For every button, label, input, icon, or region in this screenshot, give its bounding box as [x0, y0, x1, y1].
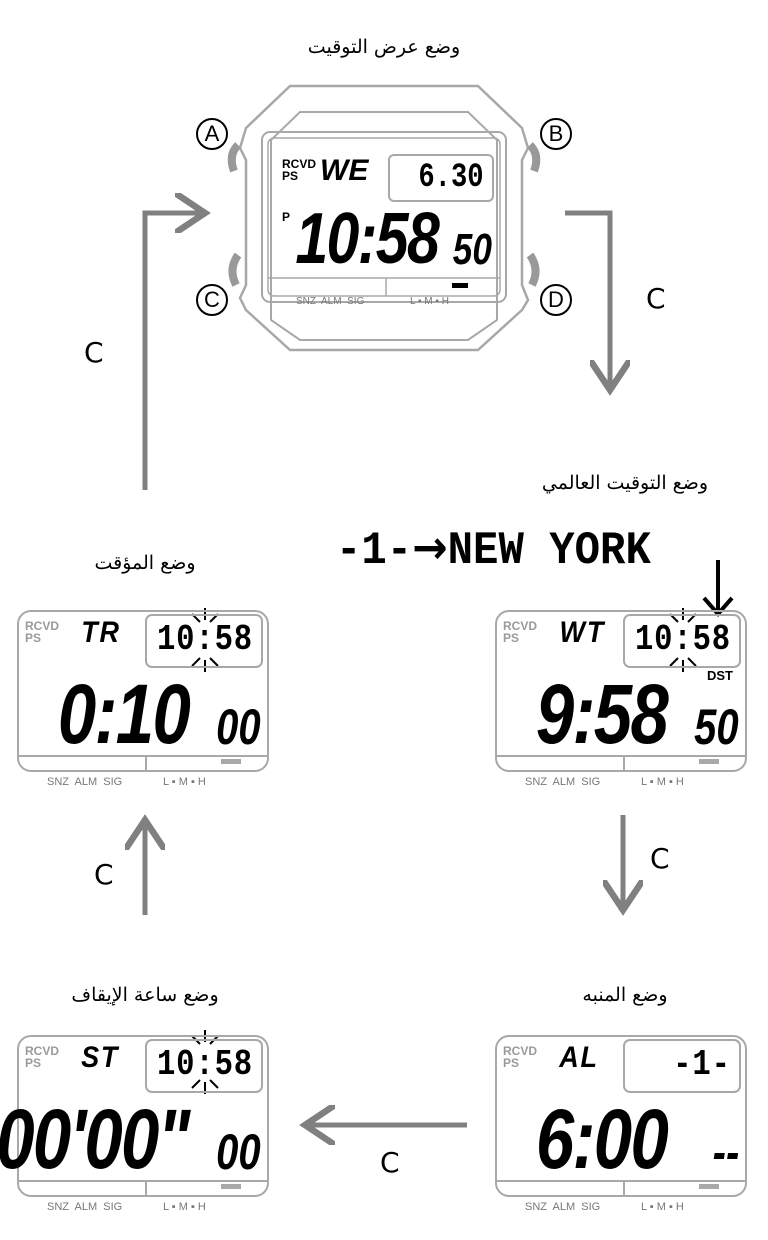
arrow-timekeeping-to-worldtime	[565, 210, 610, 390]
city-arrow-down	[702, 560, 734, 618]
seconds-display: 50	[694, 699, 740, 755]
sub-display: -1-	[623, 1039, 741, 1093]
mode-title-timer: وضع المؤقت	[94, 552, 196, 574]
footer-right: L ▪ M ▪ H	[410, 296, 449, 307]
sub-display: 10:58	[145, 614, 263, 668]
mode-title-alarm: وضع المنبه	[582, 984, 668, 1006]
footer-left: SNZ ALM SIG	[296, 296, 365, 307]
transition-label: C	[380, 1146, 400, 1179]
transition-label: C	[650, 842, 670, 875]
seconds-display: --	[712, 1124, 739, 1180]
sub-display: 10:58	[623, 614, 741, 668]
mode-letters: WE	[320, 154, 369, 187]
time-display: 00'00"	[0, 1092, 191, 1186]
date-box: 6.30	[388, 154, 494, 202]
mode-title-world-time: وضع التوقيت العالمي	[541, 472, 709, 494]
mode-letters: AL	[559, 1041, 599, 1074]
city-to: NEW YORK	[447, 525, 651, 577]
sub-display: 10:58	[145, 1039, 263, 1093]
mode-letters: ST	[81, 1041, 120, 1074]
city-from: -1-	[336, 525, 413, 577]
seconds-display: 00	[216, 1124, 262, 1180]
button-d[interactable]: D	[540, 284, 572, 316]
time-display: 0:10	[57, 667, 191, 761]
mode-title-timekeeping: وضع عرض التوقيت	[307, 36, 461, 58]
arrow-timer-to-timekeeping	[142, 213, 205, 490]
dst-indicator: DST	[707, 668, 733, 683]
mode-letters: WT	[559, 616, 606, 649]
transition-label: C	[94, 858, 114, 891]
mode-letters: TR	[81, 616, 121, 649]
time-display: 10:58	[295, 199, 439, 279]
transition-label: C	[84, 336, 104, 369]
button-a[interactable]: A	[196, 118, 228, 150]
transition-label: C	[646, 282, 666, 315]
arrow-right-icon: →	[412, 520, 448, 574]
button-b[interactable]: B	[540, 118, 572, 150]
seconds-display: 50	[452, 225, 492, 274]
pm-indicator: P	[282, 210, 291, 224]
date-display: 6.30	[418, 159, 484, 197]
city-change: -1-→NEW YORK	[336, 522, 651, 576]
seconds-display: 00	[216, 699, 262, 755]
time-display: 6:00	[535, 1092, 669, 1186]
time-display: 9:58	[535, 667, 669, 761]
button-c[interactable]: C	[196, 284, 228, 316]
mode-title-stopwatch: وضع ساعة الإيقاف	[71, 984, 219, 1006]
